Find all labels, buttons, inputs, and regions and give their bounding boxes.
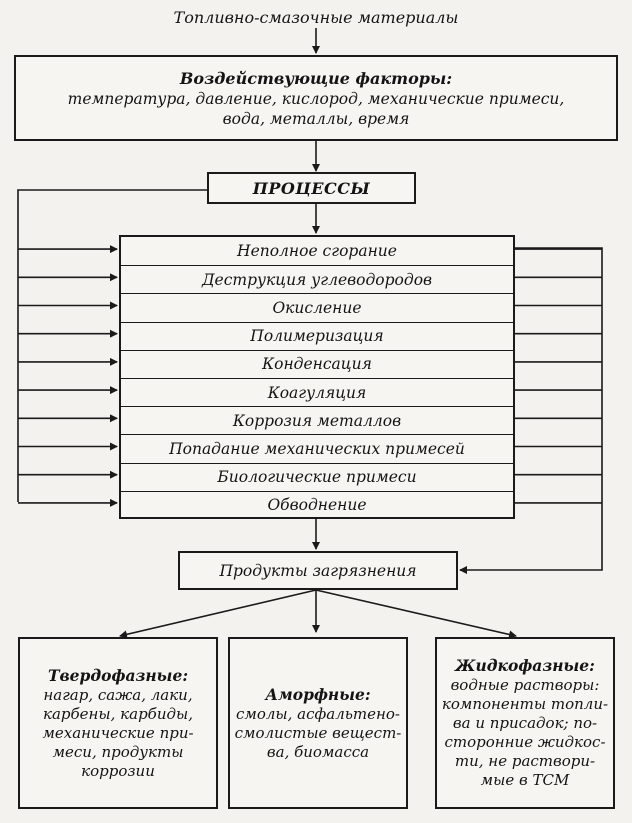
right-rail: [459, 247, 603, 574]
factors-line-2: вода, металлы, время: [222, 109, 410, 128]
amorphous-line: смолистые вещест-: [234, 723, 402, 742]
arrow-products-to-solid: [119, 589, 317, 639]
solid-phase-line: нагар, сажа, лаки,: [43, 685, 193, 704]
amorphous-title: Аморфные:: [265, 684, 371, 704]
amorphous-line: ва, биомасса: [266, 742, 370, 761]
liquid-phase-box: Жидкофазные: водные растворы: компоненты…: [435, 637, 615, 809]
process-item: Деструкция углеводородов: [121, 265, 513, 293]
liquid-phase-line: водные растворы:: [450, 676, 600, 694]
process-item: Конденсация: [121, 349, 513, 378]
products-title: Продукты загрязнения: [219, 561, 417, 580]
process-item: Окисление: [121, 293, 513, 321]
solid-phase-line: коррозии: [81, 761, 155, 780]
factors-title: Воздействующие факторы:: [179, 68, 453, 88]
processes-title: ПРОЦЕССЫ: [252, 178, 371, 198]
liquid-phase-line: сторонние жидкос-: [444, 733, 606, 751]
process-item: Полимеризация: [121, 321, 513, 350]
liquid-phase-title: Жидкофазные:: [455, 656, 595, 675]
left-rail: [17, 189, 207, 502]
process-item: Коагуляция: [121, 377, 513, 406]
factors-line-1: температура, давление, кислород, механич…: [67, 89, 565, 108]
solid-phase-box: Твердофазные: нагар, сажа, лаки, карбены…: [18, 637, 218, 809]
amorphous-line: смолы, асфальтено-: [236, 704, 400, 723]
process-item: Обводнение: [121, 490, 513, 519]
liquid-phase-line: мые в ТСМ: [480, 771, 570, 789]
process-item: Неполное сгорание: [237, 242, 397, 261]
solid-phase-line: карбены, карбиды,: [43, 704, 193, 723]
liquid-phase-line: ва и присадок; по-: [452, 714, 598, 732]
process-item: Коррозия металлов: [121, 406, 513, 434]
process-item: Биологические примеси: [121, 462, 513, 491]
amorphous-box: Аморфные: смолы, асфальтено- смолистые в…: [228, 637, 408, 809]
process-item: Попадание механических примесей: [121, 434, 513, 462]
solid-phase-line: механические при-: [42, 723, 194, 742]
solid-phase-line: меси, продукты: [52, 742, 184, 761]
liquid-phase-line: ти, не раствори-: [454, 752, 596, 770]
solid-phase-title: Твердофазные:: [47, 665, 189, 685]
materials-label: Топливно-смазочные материалы: [173, 8, 459, 27]
products-box: Продукты загрязнения: [178, 551, 458, 590]
factors-box: Воздействующие факторы: температура, дав…: [14, 55, 618, 141]
arrow-products-to-liquid: [315, 589, 517, 639]
processes-list: Неполное сгорание Деструкция углеводород…: [119, 235, 515, 519]
processes-header-box: ПРОЦЕССЫ: [207, 172, 416, 204]
liquid-phase-line: компоненты топли-: [441, 695, 609, 713]
